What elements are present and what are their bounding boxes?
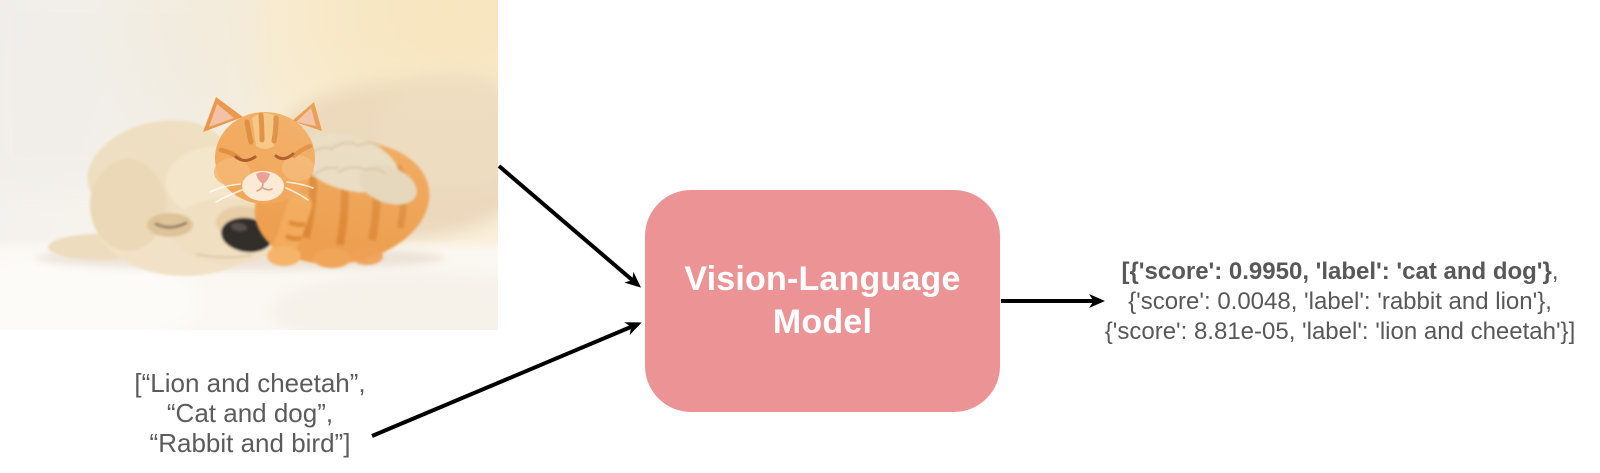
output-line-1: [{'score': 0.9950, 'label': 'cat and dog… [1121, 258, 1559, 285]
input-text: [“Lion and cheetah”, “Cat and dog”, “Rab… [60, 368, 440, 458]
output-line-3: {'score': 8.81e-05, 'label': 'lion and c… [1104, 318, 1576, 345]
input-text-line: “Rabbit and bird”] [149, 428, 351, 458]
model-box: Vision-Language Model [645, 190, 1000, 412]
image-to-model-arrow [497, 164, 642, 288]
light-overlay [0, 0, 498, 330]
input-text-line: [“Lion and cheetah”, [134, 368, 366, 398]
model-label: Vision-Language Model [684, 260, 961, 341]
input-text-line: “Cat and dog”, [166, 398, 334, 428]
output-line-2: {'score': 0.0048, 'label': 'rabbit and l… [1128, 288, 1552, 315]
pet-photo [0, 0, 498, 330]
output-text: [{'score': 0.9950, 'label': 'cat and dog… [1085, 257, 1595, 347]
pet-photo-illustration [0, 0, 498, 330]
